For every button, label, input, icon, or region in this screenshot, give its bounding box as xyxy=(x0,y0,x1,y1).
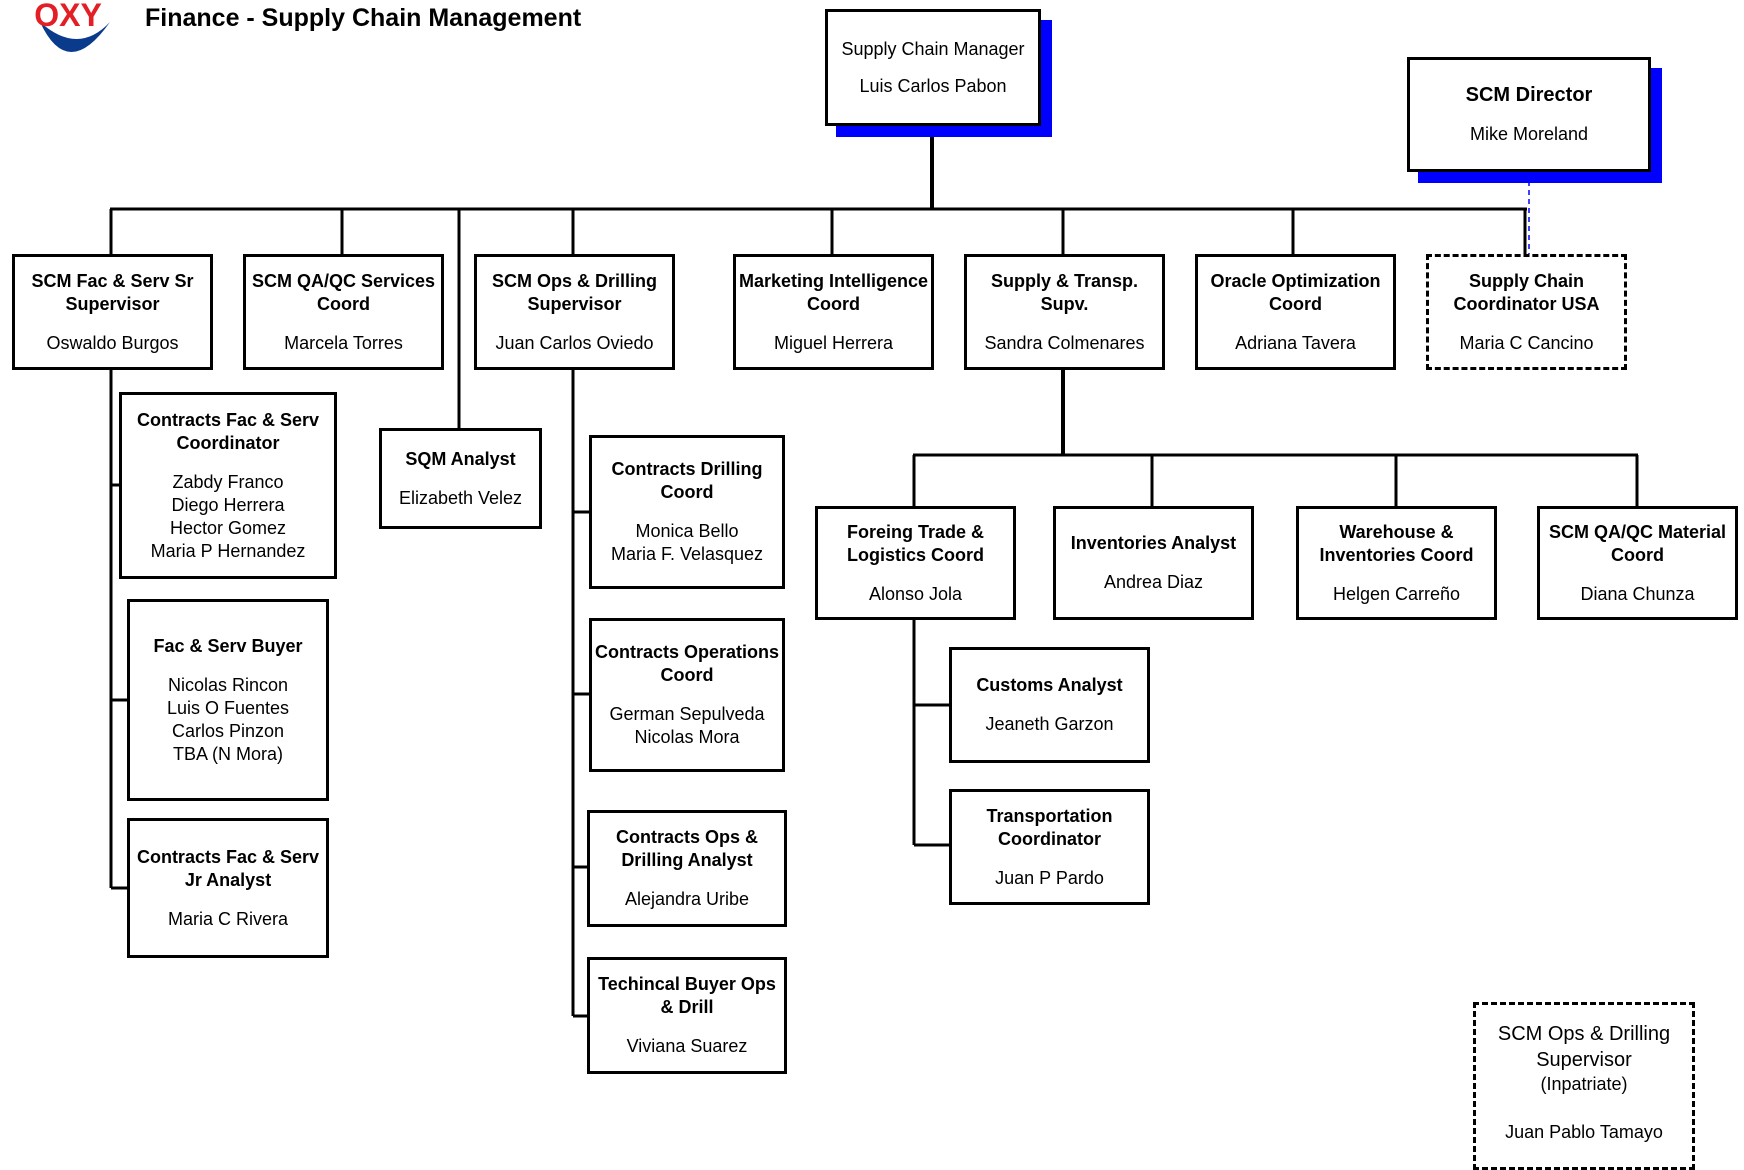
box-name: Alonso Jola xyxy=(868,583,963,604)
box-name: Sandra Colmenares xyxy=(984,332,1145,353)
box-subtitle: (Inpatriate) xyxy=(1540,1074,1628,1094)
box-title: Contracts Ops & Drilling Analyst xyxy=(615,827,759,870)
box-name: Juan Carlos Oviedo xyxy=(495,332,654,353)
person-name: Luis O Fuentes xyxy=(166,697,290,718)
box-names: Maria C Rivera xyxy=(168,908,288,931)
box-names: Alejandra Uribe xyxy=(625,888,749,911)
marketing-intelligence-coord-box: Marketing Intelligence Coord Miguel Herr… xyxy=(733,254,934,370)
box-name: Oswaldo Burgos xyxy=(46,332,179,353)
person-name: Hector Gomez xyxy=(169,517,287,538)
logo-swoosh xyxy=(40,22,110,52)
box-title: Contracts Fac & Serv Coordinator xyxy=(136,409,320,453)
box-title: SCM Ops & Drilling Supervisor xyxy=(1497,1023,1671,1071)
supply-chain-manager-box: Supply Chain Manager Luis Carlos Pabon xyxy=(825,9,1041,126)
oxy-logo: OXY xyxy=(34,0,110,52)
person-name: Diego Herrera xyxy=(171,494,285,515)
box-name: Helgen Carreño xyxy=(1332,583,1461,604)
box-names: German Sepulveda Nicolas Mora xyxy=(609,703,764,749)
box-title: Fac & Serv Buyer xyxy=(153,635,303,656)
box-name: Andrea Diaz xyxy=(1103,572,1204,592)
box-title: SCM Fac & Serv Sr Supervisor xyxy=(31,270,194,314)
box-name: Miguel Herrera xyxy=(773,332,894,353)
box-title: Customs Analyst xyxy=(976,675,1123,695)
box-name: Adriana Tavera xyxy=(1235,332,1356,353)
supply-transp-supv-box: Supply & Transp. Supv. Sandra Colmenares xyxy=(964,254,1165,370)
box-title: Marketing Intelligence Coord xyxy=(738,270,929,314)
logo-text: OXY xyxy=(34,0,102,33)
person-name: Nicolas Rincon xyxy=(167,674,289,695)
box-title: Contracts Fac & Serv Jr Analyst xyxy=(136,846,320,890)
box-title: SCM QA/QC Material Coord xyxy=(1548,521,1727,565)
box-title: Supply & Transp. Supv. xyxy=(990,270,1139,314)
box-names: Monica Bello Maria F. Velasquez xyxy=(611,520,763,566)
contracts-ops-drilling-analyst-box: Contracts Ops & Drilling Analyst Alejand… xyxy=(587,810,787,927)
person-name: Maria C Rivera xyxy=(167,908,289,929)
box-title: Inventories Analyst xyxy=(1070,533,1237,553)
person-name: Nicolas Mora xyxy=(634,727,740,747)
person-name: TBA (N Mora) xyxy=(172,743,283,764)
contracts-operations-coord-box: Contracts Operations Coord German Sepulv… xyxy=(589,618,785,772)
person-name: Maria P Hernandez xyxy=(150,540,306,561)
box-title: Contracts Drilling Coord xyxy=(611,459,763,502)
box-name: Diana Chunza xyxy=(1580,583,1695,604)
contracts-fac-serv-coordinator-box: Contracts Fac & Serv Coordinator Zabdy F… xyxy=(119,392,337,579)
box-title: Foreing Trade & Logistics Coord xyxy=(846,521,985,565)
box-name: Juan P Pardo xyxy=(995,867,1104,888)
person-name: Carlos Pinzon xyxy=(171,720,285,741)
box-name: Maria C Cancino xyxy=(1459,332,1594,353)
foreign-trade-logistics-coord-box: Foreing Trade & Logistics Coord Alonso J… xyxy=(815,506,1016,620)
box-name: Luis Carlos Pabon xyxy=(859,75,1007,96)
contracts-fac-serv-jr-analyst-box: Contracts Fac & Serv Jr Analyst Maria C … xyxy=(127,818,329,958)
scm-ops-drilling-supervisor-box: SCM Ops & Drilling Supervisor Juan Carlo… xyxy=(474,254,675,370)
box-title: SCM Director xyxy=(1465,83,1593,106)
box-title: Techincal Buyer Ops & Drill xyxy=(598,974,776,1017)
person-name: Alejandra Uribe xyxy=(624,889,750,909)
box-name: Mike Moreland xyxy=(1469,123,1589,144)
scm-ops-drilling-supervisor-inpatriate-box: SCM Ops & Drilling Supervisor (Inpatriat… xyxy=(1473,1002,1695,1170)
box-title: SQM Analyst xyxy=(405,448,516,469)
box-name: Elizabeth Velez xyxy=(398,487,523,508)
fac-serv-buyer-box: Fac & Serv Buyer Nicolas Rincon Luis O F… xyxy=(127,599,329,801)
box-names: Viviana Suarez xyxy=(627,1035,748,1058)
page-title: Finance - Supply Chain Management xyxy=(145,4,582,32)
box-title: Transportation Coordinator xyxy=(986,805,1113,849)
scm-qa-qc-services-coord-box: SCM QA/QC Services Coord Marcela Torres xyxy=(243,254,444,370)
box-name: Marcela Torres xyxy=(284,332,403,353)
sqm-analyst-box: SQM Analyst Elizabeth Velez xyxy=(379,428,542,529)
person-name: Maria F. Velasquez xyxy=(610,544,764,564)
customs-analyst-box: Customs Analyst Jeaneth Garzon xyxy=(949,647,1150,763)
technical-buyer-ops-drill-box: Techincal Buyer Ops & Drill Viviana Suar… xyxy=(587,957,787,1074)
scm-qa-qc-material-coord-box: SCM QA/QC Material Coord Diana Chunza xyxy=(1537,506,1738,620)
box-names: Nicolas Rincon Luis O Fuentes Carlos Pin… xyxy=(167,674,289,766)
box-title: Warehouse & Inventories Coord xyxy=(1319,521,1474,565)
scm-fac-serv-sr-supervisor-box: SCM Fac & Serv Sr Supervisor Oswaldo Bur… xyxy=(12,254,213,370)
scm-director-box: SCM Director Mike Moreland xyxy=(1407,57,1651,172)
box-name: Jeaneth Garzon xyxy=(985,714,1114,734)
person-name: German Sepulveda xyxy=(609,704,765,724)
contracts-drilling-coord-box: Contracts Drilling Coord Monica Bello Ma… xyxy=(589,435,785,589)
box-title: Supply Chain Manager xyxy=(841,38,1025,59)
oracle-optimization-coord-box: Oracle Optimization Coord Adriana Tavera xyxy=(1195,254,1396,370)
transportation-coordinator-box: Transportation Coordinator Juan P Pardo xyxy=(949,789,1150,905)
person-name: Monica Bello xyxy=(635,521,739,541)
supply-chain-coordinator-usa-box: Supply Chain Coordinator USA Maria C Can… xyxy=(1426,254,1627,370)
inventories-analyst-box: Inventories Analyst Andrea Diaz xyxy=(1053,506,1254,620)
person-name: Zabdy Franco xyxy=(172,471,284,492)
box-title: SCM QA/QC Services Coord xyxy=(251,270,436,314)
person-name: Viviana Suarez xyxy=(626,1036,748,1056)
box-title: Contracts Operations Coord xyxy=(594,642,780,685)
box-name: Juan Pablo Tamayo xyxy=(1505,1122,1663,1142)
box-title: Oracle Optimization Coord xyxy=(1210,270,1381,314)
warehouse-inventories-coord-box: Warehouse & Inventories Coord Helgen Car… xyxy=(1296,506,1497,620)
box-title: SCM Ops & Drilling Supervisor xyxy=(491,270,657,314)
box-title: Supply Chain Coordinator USA xyxy=(1453,270,1600,314)
box-names: Zabdy Franco Diego Herrera Hector Gomez … xyxy=(151,471,306,563)
